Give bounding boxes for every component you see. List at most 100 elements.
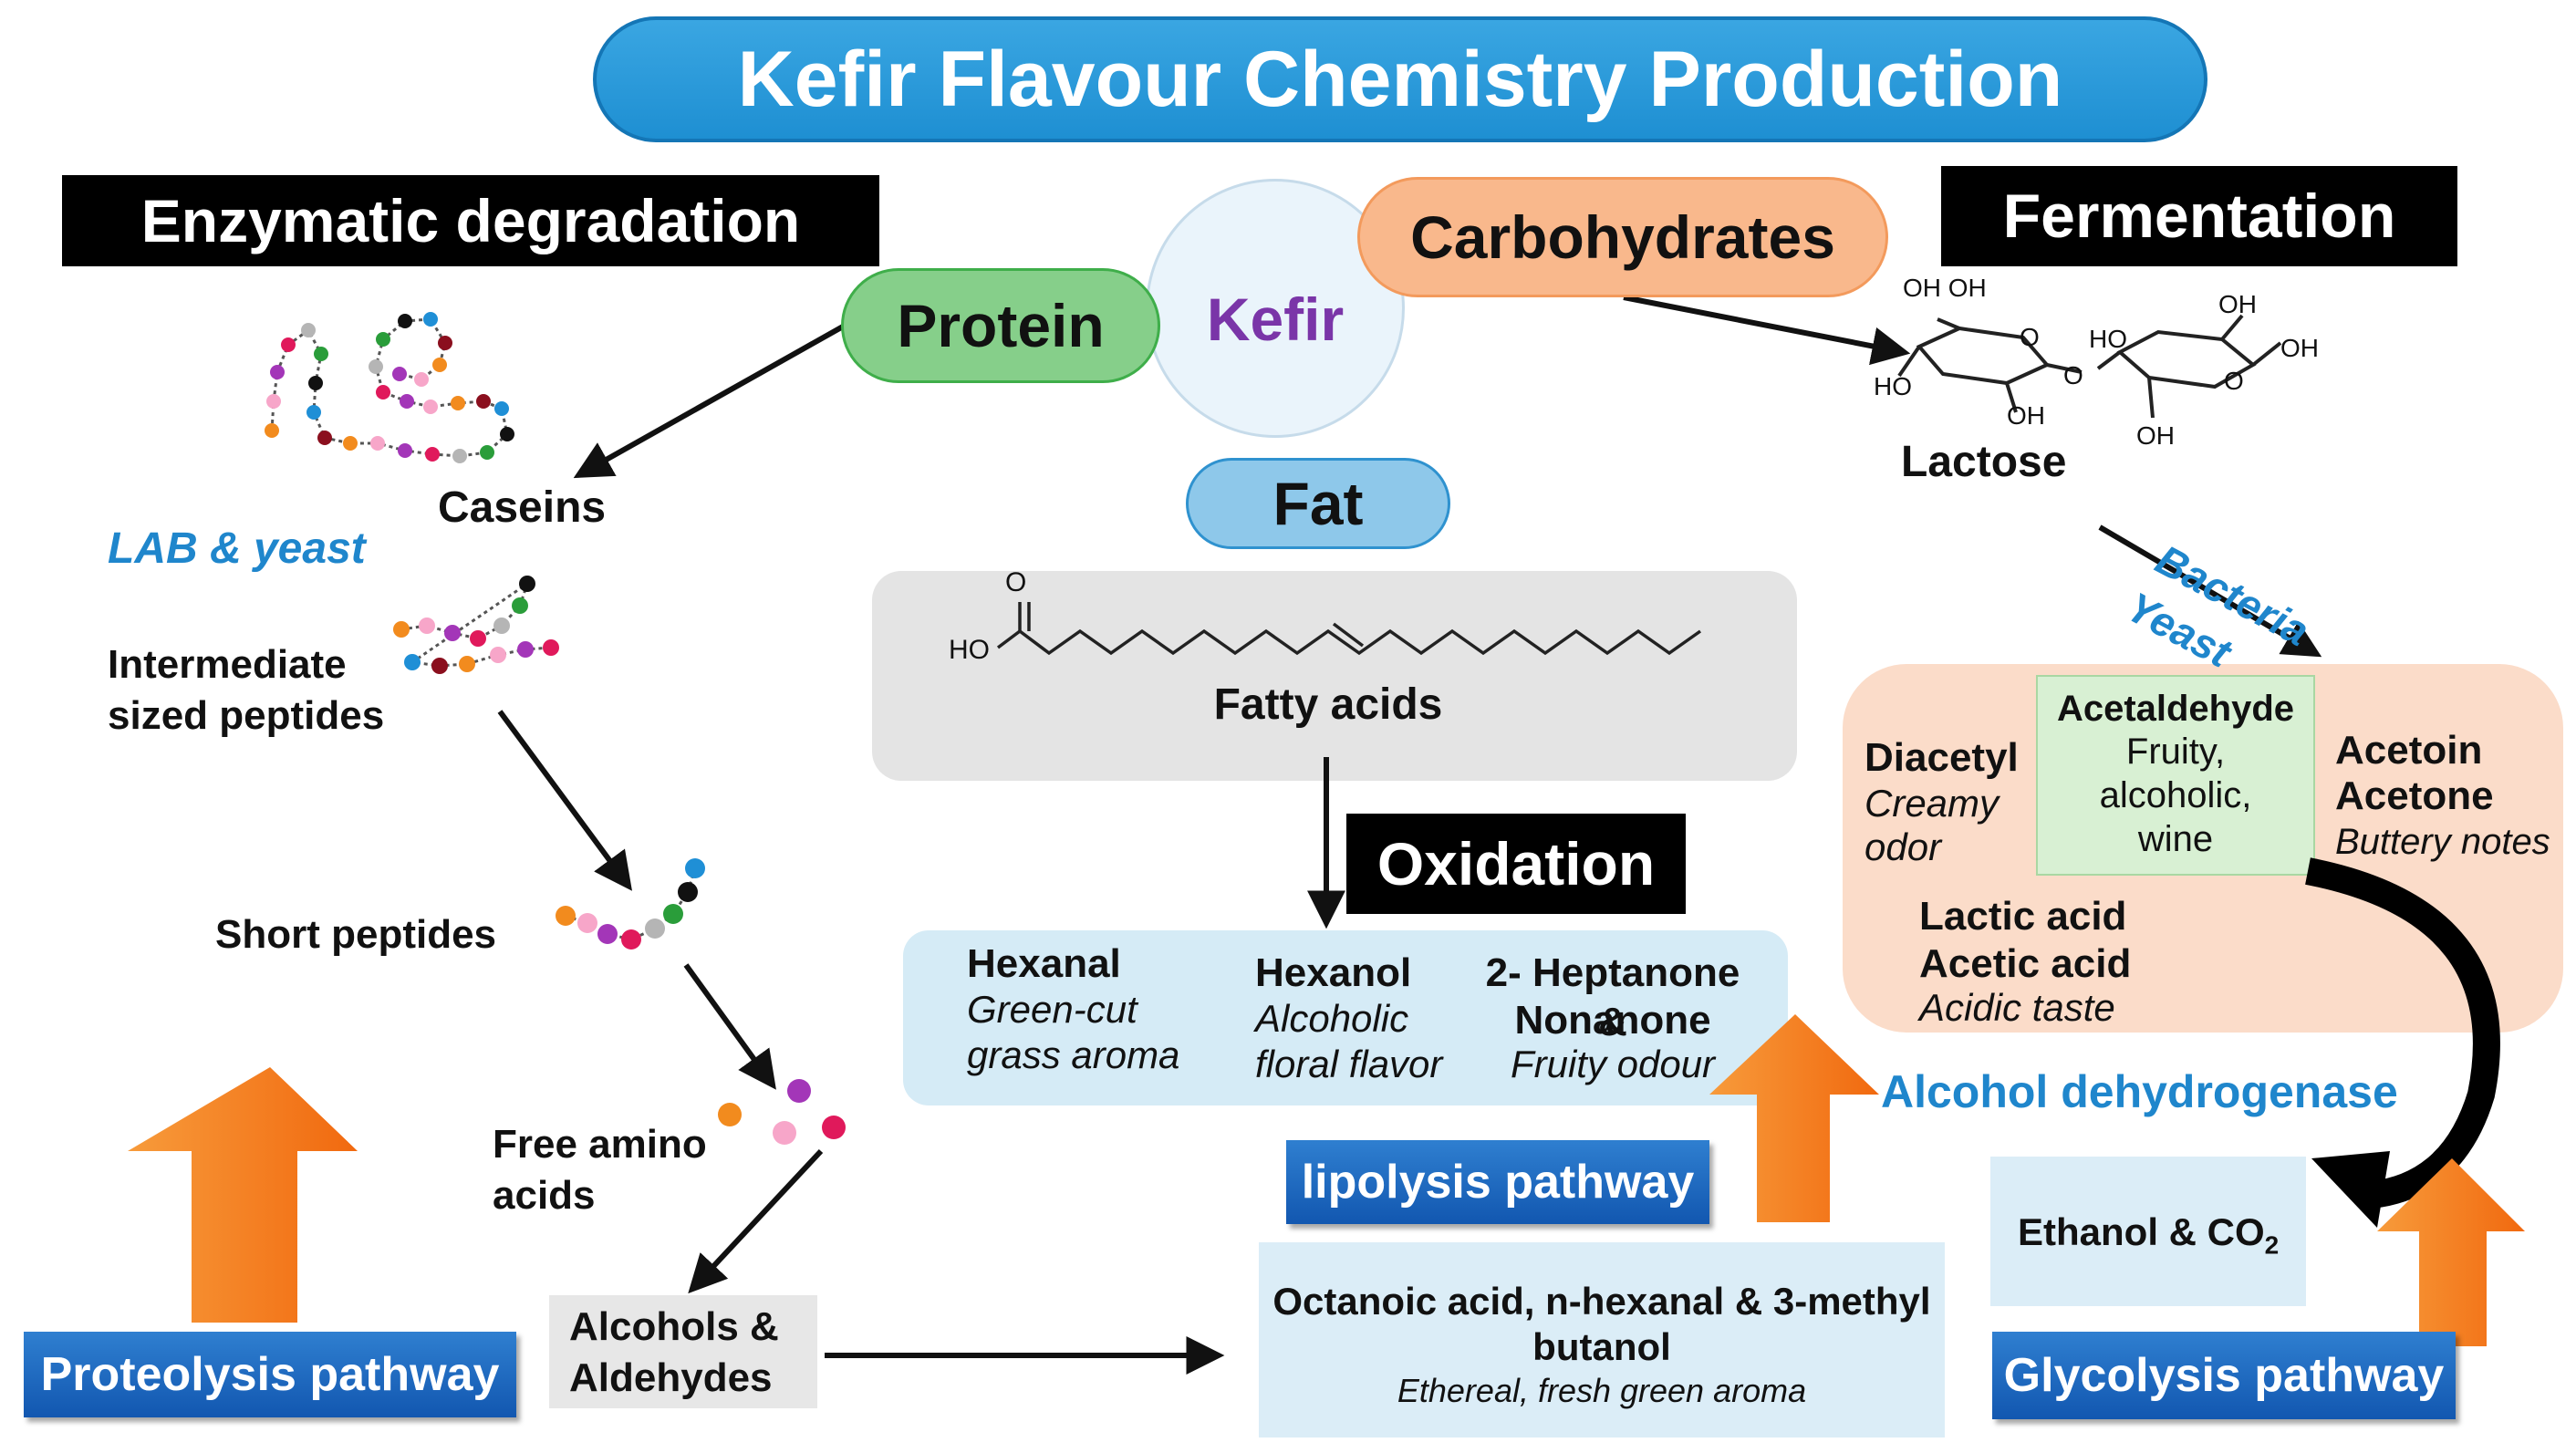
amino-acid-bead <box>685 858 705 878</box>
amino-acid-bead <box>423 400 438 414</box>
carbohydrates-pill: Carbohydrates <box>1357 177 1888 297</box>
amino-acid-bead <box>822 1116 846 1139</box>
octanoic-desc: Ethereal, fresh green aroma <box>1397 1372 1807 1409</box>
amino-acid-bead <box>419 618 435 634</box>
amino-acid-bead <box>423 312 438 327</box>
alcohols-label-2: Aldehydes <box>569 1355 773 1400</box>
glycolysis-pathway-label: Glycolysis pathway <box>1992 1332 2456 1419</box>
amino-acid-bead <box>398 443 412 458</box>
amino-acid-bead <box>718 1103 742 1126</box>
amino-acid-bead <box>393 621 410 638</box>
amino-acid-bead <box>543 639 559 656</box>
amino-to-alcohols-arrow <box>688 1148 824 1294</box>
alcohols-aldehydes-panel <box>549 1295 817 1408</box>
lactose-to-products-arrow <box>2098 524 2322 658</box>
amino-acid-bead <box>281 337 296 352</box>
amino-acid-bead <box>431 658 448 674</box>
amino-acid-bead <box>480 445 494 460</box>
amino-acid-bead <box>404 654 421 670</box>
ethanol-co2-label: Ethanol & CO2 <box>2018 1208 2279 1270</box>
proteolysis-pathway-label: Proteolysis pathway <box>24 1332 516 1417</box>
amino-acid-bead <box>577 913 597 933</box>
amino-acid-bead <box>308 376 323 390</box>
amino-acid-bead <box>444 625 461 641</box>
amino-acid-bead <box>398 314 412 328</box>
diacetyl-desc-2: odor <box>1864 825 1942 868</box>
intermediate-label-1: Intermediate <box>108 642 347 687</box>
alcohol-dehydrogenase-label: Alcohol dehydrogenase <box>1881 1066 2398 1117</box>
free-amino-label-2: acids <box>493 1173 596 1218</box>
caseins-label: Caseins <box>438 483 607 532</box>
oxidation-products-panel <box>903 930 1788 1105</box>
amino-acid-bead <box>369 359 383 374</box>
acetaldehyde-desc-2: alcoholic, <box>2099 775 2252 815</box>
acidic-taste-desc: Acidic taste <box>1919 986 2115 1029</box>
amino-acid-bead <box>787 1079 811 1103</box>
amino-acid-bead <box>493 618 510 634</box>
amino-acid-bead <box>438 336 452 350</box>
acetone-name: Acetone <box>2335 773 2494 818</box>
acetoin-desc: Buttery notes <box>2335 822 2550 862</box>
ethanol-panel <box>1990 1157 2306 1306</box>
amino-acid-bead <box>476 394 491 409</box>
amino-acid-bead <box>663 904 683 924</box>
octanoic-label-2: butanol <box>1532 1325 1671 1368</box>
enzymatic-degradation-title: Enzymatic degradation <box>62 175 879 266</box>
proteolysis-up-arrow <box>128 1067 358 1323</box>
protein-to-caseins-arrow <box>573 324 845 479</box>
hexanol-desc-1: Alcoholic <box>1255 997 1409 1040</box>
amino-acid-bead <box>414 372 429 387</box>
alcohols-label-1: Alcohols & <box>569 1304 779 1349</box>
hexanal-desc-1: Green-cut <box>967 988 1137 1031</box>
amino-acid-bead <box>621 929 641 950</box>
carbs-to-lactose-arrow <box>1623 295 1911 366</box>
amino-acid-bead <box>512 597 528 614</box>
short-to-amino-arrow <box>683 963 776 1090</box>
intermediate-peptide-icon <box>393 576 559 674</box>
amino-acid-bead <box>494 401 509 416</box>
dehydrogenase-arrowhead <box>2311 1151 2390 1228</box>
oxidation-title: Oxidation <box>1346 814 1686 914</box>
amino-acid-bead <box>306 405 321 420</box>
amino-acid-bead <box>400 394 414 409</box>
amino-acid-bead <box>370 436 385 451</box>
ethanol-co2-text: Ethanol & CO <box>2018 1210 2265 1253</box>
free-amino-label-1: Free amino <box>493 1122 707 1167</box>
co2-subscript: 2 <box>2264 1230 2280 1260</box>
hexanol-name: Hexanol <box>1255 950 1412 995</box>
lactose-o-ring-right: O <box>2224 367 2244 395</box>
acetoin-name: Acetoin <box>2335 728 2483 773</box>
free-amino-acids-icon <box>718 1079 846 1145</box>
acetaldehyde-desc-3: wine <box>2137 819 2214 859</box>
amino-acid-bead <box>459 656 475 672</box>
lipolysis-pathway-label: lipolysis pathway <box>1286 1140 1709 1224</box>
fatty-acids-panel <box>872 571 1797 781</box>
lactose-oh-bottom-left: OH <box>2007 401 2045 430</box>
lactose-oh-bottom-right: OH <box>2136 421 2175 450</box>
lactose-o-ring-left: O <box>2020 323 2040 351</box>
lactose-oh-far-right: OH <box>2280 334 2319 362</box>
amino-acid-bead <box>597 924 618 944</box>
fermentation-title: Fermentation <box>1941 166 2457 266</box>
diacetyl-desc-1: Creamy <box>1864 782 2000 825</box>
diacetyl-name: Diacetyl <box>1864 735 2019 780</box>
short-peptides-label: Short peptides <box>215 912 497 957</box>
amino-acid-bead <box>645 919 665 939</box>
acetaldehyde-name: Acetaldehyde <box>2056 689 2295 729</box>
lab-yeast-label: LAB & yeast <box>108 524 366 573</box>
amino-acid-bead <box>773 1121 796 1145</box>
protein-pill: Protein <box>841 268 1160 383</box>
dehydrogenase-curved-arrow <box>2305 857 2500 1209</box>
amino-acid-bead <box>266 394 281 409</box>
fatty-acid-o-label: O <box>1005 567 1027 597</box>
amino-acid-bead <box>452 449 467 463</box>
lactic-acid-name: Lactic acid <box>1919 894 2127 939</box>
amino-acid-bead <box>678 882 698 902</box>
acetaldehyde-panel <box>2036 675 2315 876</box>
intermediate-to-short-arrow <box>497 710 632 891</box>
title-banner: Kefir Flavour Chemistry Production <box>593 16 2207 142</box>
fatty-acid-ho-label: HO <box>949 635 990 665</box>
lactose-oh-top-right: OH <box>2218 290 2257 318</box>
amino-acid-bead <box>317 431 332 445</box>
amino-acid-bead <box>517 641 534 658</box>
